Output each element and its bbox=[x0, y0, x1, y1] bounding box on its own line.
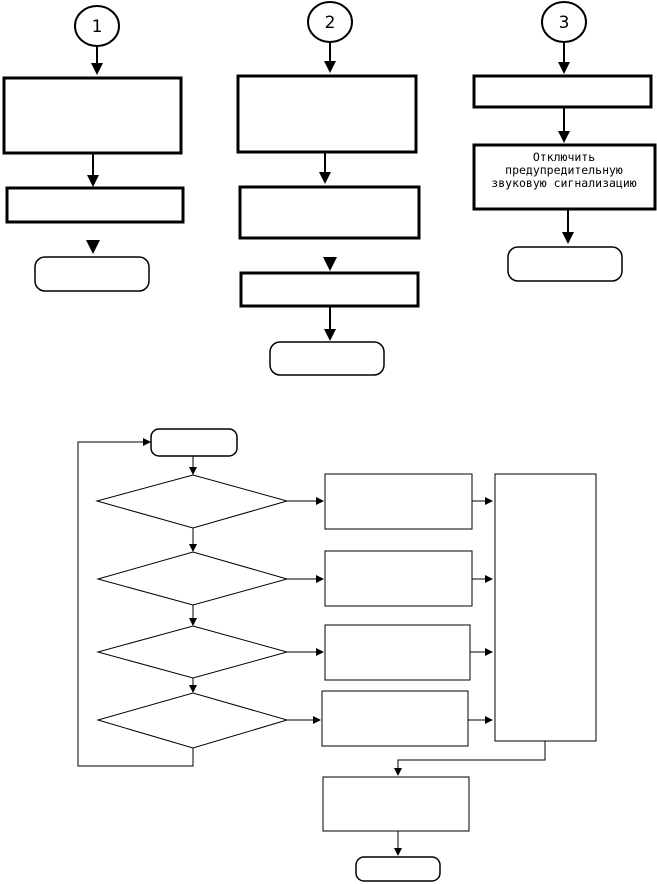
flow-column-2: 2 bbox=[236, 1, 421, 376]
process-box-c1-1 bbox=[2, 76, 183, 155]
arrowhead-merge-final bbox=[394, 768, 402, 776]
process-box-c2-1 bbox=[236, 74, 418, 154]
arrowhead-d1-d2 bbox=[189, 544, 197, 552]
arrowhead-p4-merge bbox=[485, 716, 493, 724]
arrowhead-p1-merge bbox=[485, 497, 493, 505]
arrowhead-d2-p2 bbox=[316, 575, 324, 583]
arrowhead-d2-d3 bbox=[189, 618, 197, 626]
process-final bbox=[322, 776, 470, 832]
arrowhead-p2-merge bbox=[485, 575, 493, 583]
arrowhead-final-end bbox=[394, 848, 402, 856]
process-box-c3-2-line-2: предупредительную bbox=[505, 163, 623, 177]
flow-column-3: 3 Отключить предупредительную звуковую с… bbox=[472, 1, 657, 282]
arrowhead-c1-2 bbox=[87, 175, 99, 187]
loop-back-arrowhead bbox=[143, 438, 151, 446]
arrowhead-d3-d4 bbox=[189, 685, 197, 693]
terminator-c1 bbox=[34, 256, 150, 292]
terminator-c3 bbox=[507, 246, 623, 282]
decision-1 bbox=[95, 474, 289, 529]
process-box-c3-2 bbox=[472, 143, 657, 211]
arrowhead-c1-3 bbox=[86, 240, 100, 254]
flow-main-loop bbox=[77, 428, 597, 882]
process-box-c2-2 bbox=[238, 185, 421, 240]
process-box-c1-2 bbox=[5, 186, 185, 224]
process-p2 bbox=[324, 550, 473, 607]
decision-2 bbox=[96, 551, 289, 606]
arrowhead-c2-2 bbox=[319, 172, 331, 184]
connector-3-label: 3 bbox=[559, 13, 570, 33]
arrowhead-c2-3 bbox=[323, 257, 337, 271]
process-p4 bbox=[321, 690, 469, 747]
process-box-c3-2-line-1: Отключить bbox=[533, 150, 595, 164]
connector-1-label: 1 bbox=[92, 17, 103, 37]
arrow-merge-final bbox=[397, 741, 546, 770]
process-box-c3-1 bbox=[472, 74, 653, 109]
terminator-start bbox=[150, 428, 238, 457]
process-p3 bbox=[324, 624, 471, 681]
process-merge bbox=[494, 473, 597, 742]
arrowhead-c1-1 bbox=[91, 63, 103, 75]
arrowhead-d1-p1 bbox=[316, 497, 324, 505]
arrowhead-p3-merge bbox=[485, 648, 493, 656]
flow-column-1: 1 bbox=[2, 5, 185, 292]
arrowhead-c3-3 bbox=[562, 232, 574, 244]
arrowhead-c2-4 bbox=[324, 329, 336, 341]
process-p1 bbox=[324, 473, 473, 530]
process-box-c3-2-line-3: звуковую сигнализацию bbox=[491, 176, 636, 190]
arrowhead-d3-p3 bbox=[316, 648, 324, 656]
process-box-c2-3 bbox=[239, 271, 420, 308]
arrowhead-c3-1 bbox=[558, 62, 570, 74]
arrowhead-start-d1 bbox=[189, 467, 197, 475]
arrowhead-c2-1 bbox=[324, 61, 336, 73]
arrowhead-c3-2 bbox=[558, 131, 570, 143]
decision-3 bbox=[96, 625, 289, 679]
arrowhead-d4-p4 bbox=[313, 716, 321, 724]
terminator-c2 bbox=[269, 341, 385, 376]
decision-4 bbox=[96, 692, 289, 749]
loop-back-line bbox=[77, 441, 194, 767]
terminator-end bbox=[355, 856, 441, 882]
connector-2-label: 2 bbox=[325, 13, 336, 33]
